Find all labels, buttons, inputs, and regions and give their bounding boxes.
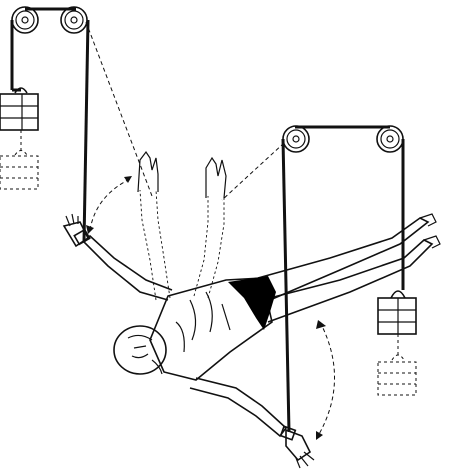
garment [228, 276, 276, 330]
right-pulley-assembly [221, 125, 417, 433]
left-weight-ghost-icon [0, 155, 39, 190]
right-weight-hook [390, 290, 406, 299]
left-pulley-2-icon [60, 6, 88, 34]
right-weight-stack-icon [377, 297, 417, 335]
left-hand [62, 213, 91, 248]
right-pulley-1-icon [282, 125, 310, 153]
right-motion-arrow-icon [316, 320, 335, 440]
legs [257, 213, 441, 323]
left-cable-ghost [85, 21, 153, 197]
left-arm [82, 234, 173, 301]
left-hand-cable [82, 19, 90, 243]
right-arm [189, 377, 288, 438]
left-arm-ghost [137, 150, 171, 301]
head [113, 325, 167, 375]
right-weight-ghost-icon [377, 361, 417, 396]
right-cable-ghost [221, 142, 285, 201]
right-hand [279, 425, 315, 469]
left-pulley-1-icon [11, 6, 39, 34]
right-arm-ghost [193, 156, 227, 299]
left-motion-arrow-icon [86, 176, 133, 234]
right-pulley-2-icon [376, 125, 404, 153]
left-pulley-assembly [0, 6, 153, 243]
left-weight-hook [14, 87, 28, 94]
human-figure [62, 150, 441, 469]
torso [149, 277, 273, 381]
left-weight-stack-icon [0, 93, 39, 131]
right-hand-cable [281, 138, 291, 433]
